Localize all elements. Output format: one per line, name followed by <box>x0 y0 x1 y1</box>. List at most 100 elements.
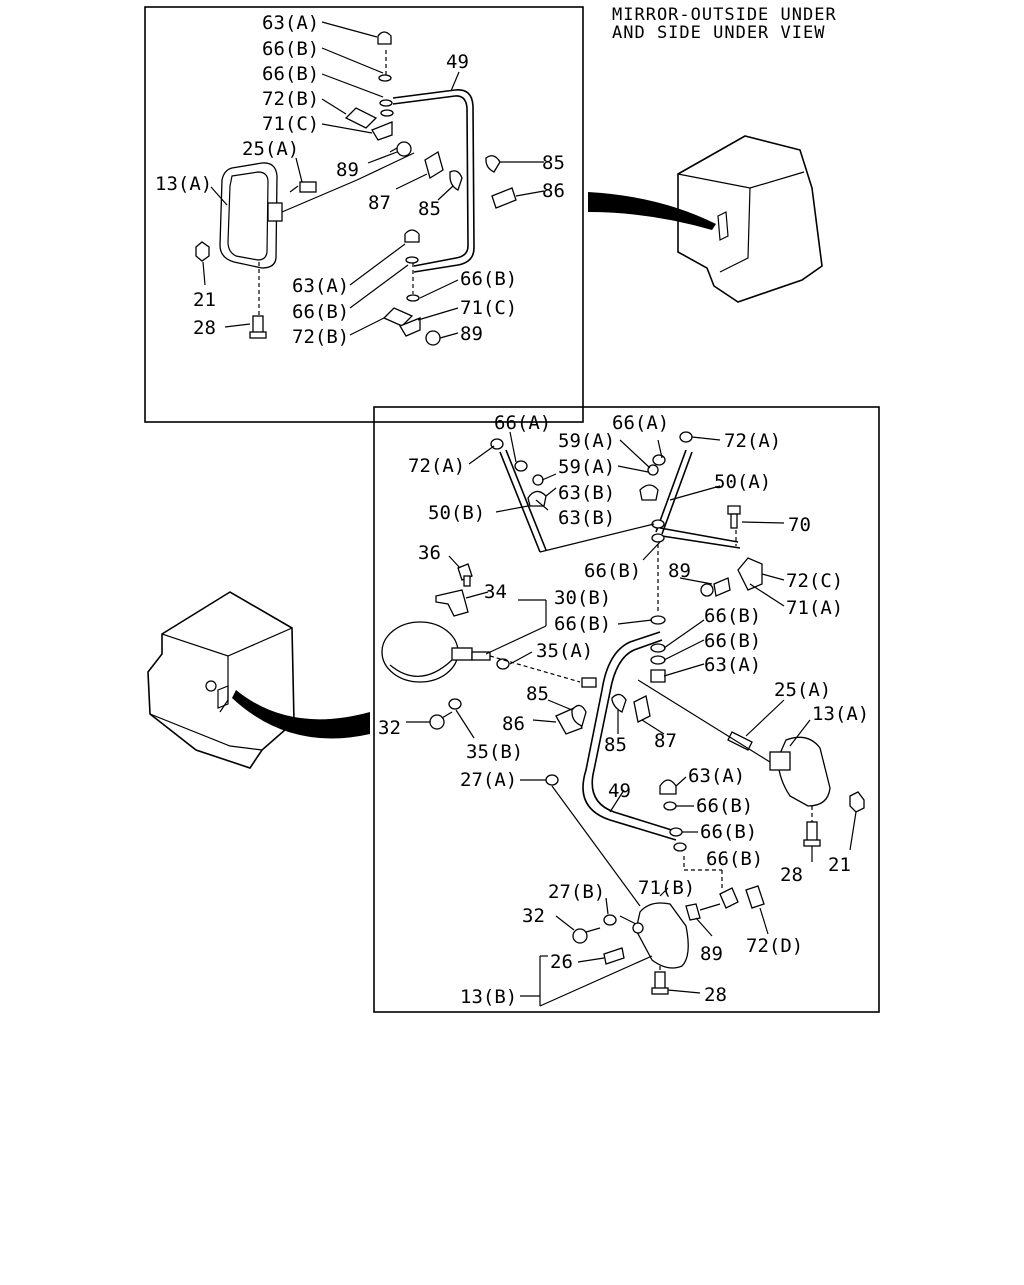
panel-top-frame <box>144 6 584 423</box>
cap-nut-63a-lower <box>404 229 420 243</box>
bottom-callout-label: 49 <box>608 780 631 802</box>
bottom-callout-label: 66(B) <box>704 630 761 652</box>
washers-66b-bottom <box>663 801 687 852</box>
bottom-callout-label: 63(A) <box>688 765 745 787</box>
top-callout-label: 85 <box>542 152 565 174</box>
title-line-2: AND SIDE UNDER VIEW <box>612 23 826 43</box>
top-callout-label: 85 <box>418 198 441 220</box>
bottom-callout-label: 66(B) <box>696 795 753 817</box>
bottom-callout-label: 66(B) <box>700 821 757 843</box>
bottom-callout-label: 71(A) <box>786 597 843 619</box>
top-callout-label: 72(B) <box>292 326 349 348</box>
top-callout-label: 71(C) <box>460 297 517 319</box>
top-callout-label: 66(B) <box>262 38 319 60</box>
caps-63b <box>527 484 659 507</box>
truck-cab-view-bottom <box>147 591 370 769</box>
clip-26 <box>603 947 625 965</box>
rings-59a <box>532 464 659 486</box>
bottom-callout-label: 66(B) <box>554 613 611 635</box>
washer-66b-lower <box>405 256 420 302</box>
top-callout-label: 66(B) <box>262 63 319 85</box>
cap-63a-bottom <box>659 779 677 795</box>
top-callout-label: 86 <box>542 180 565 202</box>
bottom-callout-label: 30(B) <box>554 587 611 609</box>
bottom-callout-label: 50(A) <box>714 471 771 493</box>
bottom-callout-label: 66(A) <box>494 412 551 434</box>
bolt-28-bottom-right <box>803 821 821 847</box>
bottom-callout-label: 85 <box>604 734 627 756</box>
bolt-28-bottom <box>651 971 669 995</box>
bottom-callout-label: 72(A) <box>724 430 781 452</box>
bottom-callout-label: 87 <box>654 730 677 752</box>
bottom-callout-label: 50(B) <box>428 502 485 524</box>
clip-87-top <box>424 150 444 180</box>
bottom-callout-label: 85 <box>526 683 549 705</box>
washer-35a <box>496 658 510 670</box>
bolt-25a-bottom <box>727 731 753 751</box>
bottom-callout-label: 21 <box>828 854 851 876</box>
nut-21-top <box>195 241 210 262</box>
panel-top <box>144 6 584 423</box>
nut-21-bottom <box>849 791 865 813</box>
bolt-70 <box>727 505 741 529</box>
bottom-callout-label: 63(B) <box>558 507 615 529</box>
bottom-callout-label: 26 <box>550 951 573 973</box>
bottom-callout-label: 32 <box>522 905 545 927</box>
bracket-34 <box>435 589 469 617</box>
bracket-72b-lower <box>382 307 421 337</box>
washer-27b <box>603 914 617 926</box>
bolt-89-upper <box>389 141 412 157</box>
bottom-callout-label: 13(A) <box>812 703 869 725</box>
panel-bottom <box>373 406 880 1013</box>
bottom-callout-label: 32 <box>378 717 401 739</box>
bottom-callout-label: 35(B) <box>466 741 523 763</box>
stay-50a <box>655 449 741 549</box>
bracket-72b-upper <box>344 107 393 141</box>
bolt-32-left <box>429 711 453 730</box>
mirror-13a <box>219 162 283 269</box>
bottom-callout-label: 28 <box>704 984 727 1006</box>
bottom-callout-label: 27(B) <box>548 881 605 903</box>
title-line-1: MIRROR-OUTSIDE UNDER <box>612 5 837 25</box>
bottom-callout-label: 35(A) <box>536 640 593 662</box>
top-callout-label: 66(B) <box>460 268 517 290</box>
top-callout-label: 63(A) <box>292 275 349 297</box>
view-arrow-top <box>588 192 716 230</box>
washer-27a <box>545 774 559 786</box>
top-callout-label: 89 <box>460 323 483 345</box>
cap-nut-63a-top <box>377 31 392 45</box>
leaders-top <box>202 21 545 339</box>
bottom-callout-label: 28 <box>780 864 803 886</box>
bottom-callout-label: 66(B) <box>584 560 641 582</box>
leaders-bottom <box>406 431 857 1007</box>
top-callout-label: 13(A) <box>155 173 212 195</box>
bottom-callout-label: 25(A) <box>774 679 831 701</box>
bottom-callout-label: 86 <box>502 713 525 735</box>
bottom-callout-label: 63(B) <box>558 482 615 504</box>
bottom-callout-label: 72(A) <box>408 455 465 477</box>
bolt-89-lower <box>425 330 441 346</box>
bottom-callout-label: 66(B) <box>706 848 763 870</box>
top-callout-label: 49 <box>446 51 469 73</box>
truck-cab-view-top <box>588 135 823 303</box>
bottom-callout-label: 72(D) <box>746 935 803 957</box>
bottom-callout-label: 34 <box>484 581 507 603</box>
view-arrow-bottom <box>232 690 370 739</box>
bottom-callout-label: 27(A) <box>460 769 517 791</box>
top-callout-label: 28 <box>193 317 216 339</box>
bottom-callout-label: 71(B) <box>638 877 695 899</box>
bolt-32-bottom <box>572 927 601 944</box>
top-callout-label: 87 <box>368 192 391 214</box>
top-callout-label: 89 <box>336 159 359 181</box>
washer-35b <box>448 698 462 710</box>
bolt-28-top <box>249 315 267 339</box>
top-callout-label: 21 <box>193 289 216 311</box>
bracket-72c-71a <box>700 557 763 597</box>
bolt-36 <box>457 563 473 587</box>
bottom-callout-label: 66(A) <box>612 412 669 434</box>
bracket-72d-71b <box>719 885 765 909</box>
panel-bottom-frame <box>373 406 880 1013</box>
